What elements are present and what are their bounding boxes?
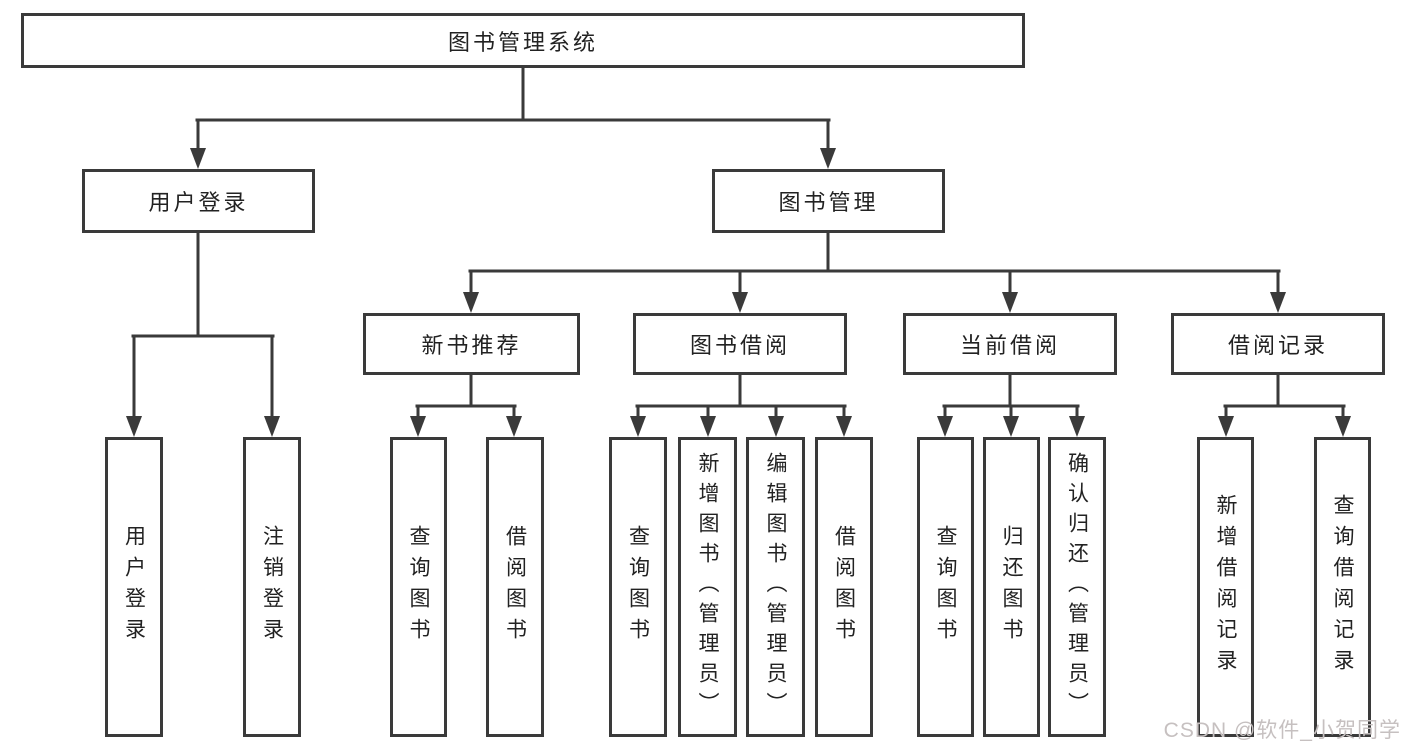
connector-root: [195, 66, 831, 152]
arrowhead-icon: [463, 292, 479, 313]
node-label: 图书管理系统: [447, 29, 598, 55]
node-query-borrow-record: 查询借阅记录: [1314, 437, 1371, 737]
arrowhead-icon: [264, 416, 280, 437]
arrowhead-icon: [768, 416, 784, 437]
node-label: 确认归还（管理员）: [1065, 452, 1089, 722]
arrowhead-icon: [126, 416, 142, 437]
csdn-watermark: CSDN @软件_小贺同学: [1163, 719, 1401, 742]
node-book-borrowing: 图书借阅: [633, 313, 847, 375]
node-label: 图书借阅: [689, 333, 790, 358]
node-label: 用户登录: [148, 190, 249, 215]
arrowhead-icon: [1335, 416, 1351, 437]
node-label: 新增借阅记录: [1214, 494, 1237, 680]
node-query-books-recommend: 查询图书: [390, 437, 447, 737]
node-borrow-books-leaf: 借阅图书: [815, 437, 873, 737]
node-query-books-current: 查询图书: [917, 437, 974, 737]
node-label: 新增图书（管理员）: [696, 452, 719, 722]
arrowhead-icon: [700, 416, 716, 437]
node-borrow-books-recommend: 借阅图书: [486, 437, 544, 737]
connector-borrowing-records: [1223, 373, 1346, 419]
node-label: 编辑图书（管理员）: [764, 452, 787, 722]
connector-user-login: [131, 231, 275, 419]
connector-book-borrowing: [635, 373, 847, 419]
node-borrowing-records: 借阅记录: [1171, 313, 1385, 375]
node-add-borrow-record: 新增借阅记录: [1197, 437, 1254, 737]
arrowhead-icon: [410, 416, 426, 437]
node-add-book-admin: 新增图书（管理员）: [678, 437, 737, 737]
node-query-books-borrow: 查询图书: [609, 437, 667, 737]
node-label: 查询借阅记录: [1331, 494, 1354, 680]
arrowhead-icon: [190, 148, 206, 169]
node-label: 归还图书: [1000, 525, 1023, 649]
arrowhead-icon: [1069, 416, 1085, 437]
node-logout-leaf: 注销登录: [243, 437, 301, 737]
arrowhead-icon: [1002, 292, 1018, 313]
node-label: 查询图书: [626, 525, 650, 649]
node-current-borrowing: 当前借阅: [903, 313, 1117, 375]
node-label: 借阅图书: [503, 525, 527, 649]
arrowhead-icon: [836, 416, 852, 437]
node-return-books: 归还图书: [983, 437, 1040, 737]
arrowhead-icon: [820, 148, 836, 169]
connector-new-book-recommendation: [415, 373, 517, 419]
node-user-login-leaf: 用户登录: [105, 437, 163, 737]
node-edit-book-admin: 编辑图书（管理员）: [746, 437, 805, 737]
node-label: 注销登录: [260, 525, 284, 649]
node-new-book-recommendation: 新书推荐: [363, 313, 580, 375]
node-label: 查询图书: [934, 525, 957, 649]
node-library-management-system: 图书管理系统: [21, 13, 1025, 68]
node-label: 用户登录: [122, 525, 146, 649]
connector-book-management: [468, 231, 1281, 295]
arrowhead-icon: [506, 416, 522, 437]
arrowhead-icon: [937, 416, 953, 437]
node-confirm-return-admin: 确认归还（管理员）: [1048, 437, 1106, 737]
node-label: 图书管理: [778, 190, 879, 215]
arrowhead-icon: [630, 416, 646, 437]
arrowhead-icon: [1270, 292, 1286, 313]
node-book-management: 图书管理: [712, 169, 945, 233]
node-label: 查询图书: [407, 525, 430, 649]
node-label: 当前借阅: [959, 333, 1060, 358]
node-label: 借阅图书: [832, 525, 856, 649]
node-label: 新书推荐: [421, 333, 522, 358]
connector-current-borrowing: [942, 373, 1080, 419]
arrowhead-icon: [1218, 416, 1234, 437]
node-label: 借阅记录: [1227, 333, 1328, 358]
arrowhead-icon: [732, 292, 748, 313]
node-user-login: 用户登录: [82, 169, 315, 233]
arrowhead-icon: [1003, 416, 1019, 437]
